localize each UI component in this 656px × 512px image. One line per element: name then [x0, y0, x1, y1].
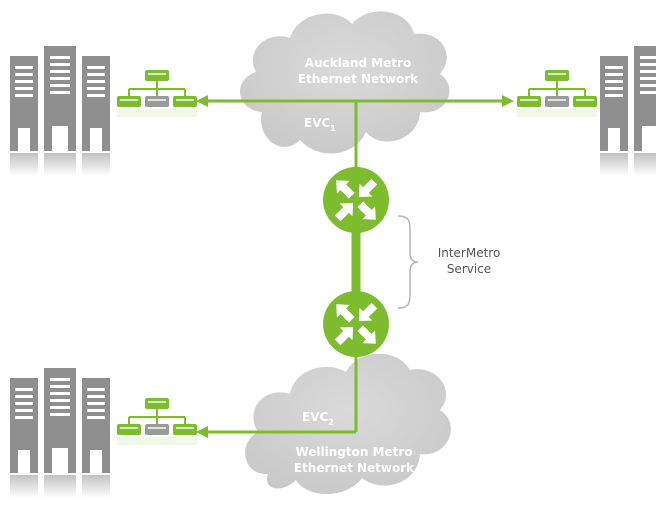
- arrow-right-top-icon: [502, 95, 514, 107]
- intermetro-bracket: [397, 215, 419, 309]
- lan-top-right-icon: [517, 70, 597, 118]
- building-bottom-left-icon: [10, 368, 110, 498]
- lan-bottom-left-icon: [117, 398, 197, 446]
- wellington-cloud-label-line1: Wellington Metro: [295, 445, 412, 459]
- wellington-cloud-label-line2: Ethernet Network: [294, 461, 415, 475]
- auckland-cloud-label-line1: Auckland Metro: [305, 56, 411, 70]
- intermetro-label-line1: InterMetro: [438, 246, 501, 260]
- building-top-right-icon: [600, 46, 656, 176]
- connection-lines: [206, 99, 504, 434]
- lan-top-left-icon: [117, 70, 197, 118]
- evc2-label: EVC2: [302, 410, 334, 427]
- arrow-left-bottom-icon: [196, 426, 208, 438]
- router-bottom-icon: [323, 291, 389, 357]
- building-top-left-icon: [10, 46, 110, 176]
- auckland-cloud-label-line2: Ethernet Network: [298, 72, 419, 86]
- wellington-cloud: EVC2 Wellington Metro Ethernet Network: [245, 353, 451, 494]
- arrowheads: [196, 95, 514, 438]
- evc1-label: EVC1: [304, 116, 336, 133]
- arrow-left-top-icon: [196, 95, 208, 107]
- auckland-cloud: Auckland Metro Ethernet Network EVC1: [240, 11, 450, 154]
- router-top-icon: [323, 167, 389, 233]
- intermetro-label-line2: Service: [447, 262, 491, 276]
